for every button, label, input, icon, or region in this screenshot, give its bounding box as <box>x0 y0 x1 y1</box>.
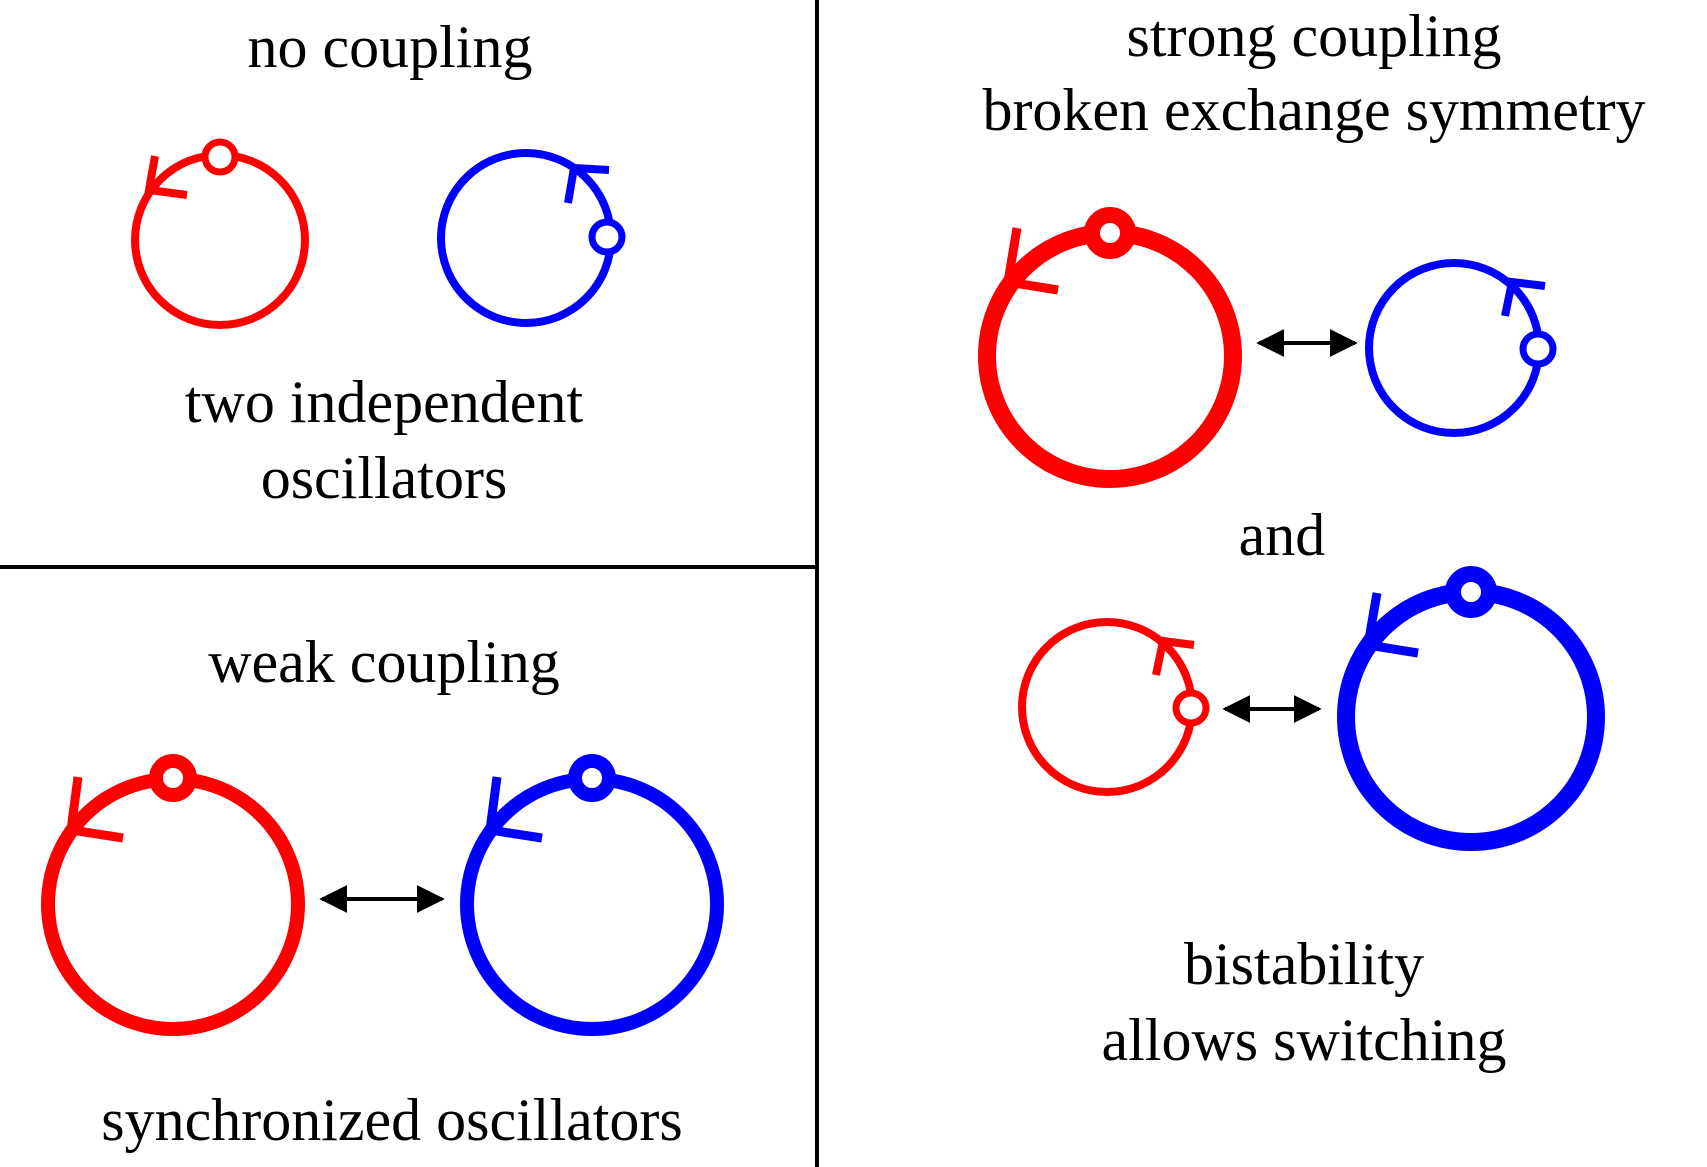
connector-and: and <box>1239 502 1326 568</box>
red-orbit-ring <box>41 772 305 1036</box>
panel-title-strong-coupling: strong coupling <box>1127 3 1502 69</box>
red-phase-marker <box>1172 689 1210 727</box>
blue-direction-tick-icon <box>1501 277 1546 317</box>
blue-orbit-ring <box>1337 583 1605 851</box>
red-phase-marker <box>1084 207 1136 259</box>
panel-subtitle-broken-symmetry: broken exchange symmetry <box>982 77 1645 143</box>
bistable-state-blue-dominant <box>1018 566 1605 851</box>
red-oscillator-small <box>1018 618 1210 796</box>
red-phase-marker <box>201 138 239 176</box>
caption-two-independent: two independent <box>185 369 584 435</box>
red-oscillator-large <box>978 207 1242 488</box>
blue-phase-marker <box>1445 566 1497 618</box>
bistable-state-red-dominant <box>978 207 1557 488</box>
red-direction-tick-icon <box>1152 636 1195 676</box>
blue-orbit-ring <box>460 772 724 1036</box>
panel-strong-coupling: strong coupling broken exchange symmetry… <box>978 3 1646 1073</box>
red-oscillator-synchronized <box>41 754 305 1036</box>
caption-synchronized-oscillators: synchronized oscillators <box>101 1087 683 1153</box>
caption-bistability: bistability <box>1184 931 1424 997</box>
panel-no-coupling: no coupling two independent oscillators <box>131 14 626 511</box>
blue-direction-tick-icon <box>484 776 543 843</box>
red-orbit-ring <box>978 224 1242 488</box>
blue-oscillator-small <box>1365 259 1557 437</box>
blue-direction-tick-icon <box>1362 592 1419 658</box>
red-direction-tick-icon <box>1002 227 1059 295</box>
blue-orbit-ring <box>437 149 615 327</box>
blue-phase-marker <box>568 754 616 802</box>
blue-oscillator-large <box>1337 566 1605 851</box>
blue-oscillator-synchronized <box>460 754 724 1036</box>
panel-title-weak-coupling: weak coupling <box>208 629 560 695</box>
red-direction-tick-icon <box>144 155 188 199</box>
red-direction-tick-icon <box>65 776 124 843</box>
red-orbit-ring <box>131 151 309 329</box>
blue-direction-tick-icon <box>564 163 610 204</box>
blue-phase-marker <box>1519 330 1557 368</box>
red-oscillator-independent <box>131 138 309 329</box>
red-orbit-ring <box>1018 618 1196 796</box>
caption-oscillators: oscillators <box>261 445 508 511</box>
red-phase-marker <box>149 754 197 802</box>
panel-title-no-coupling: no coupling <box>248 14 533 80</box>
blue-oscillator-independent <box>437 149 626 327</box>
panel-weak-coupling: weak coupling synchronized oscillators <box>41 629 724 1153</box>
blue-phase-marker <box>588 218 626 256</box>
caption-allows-switching: allows switching <box>1102 1007 1507 1073</box>
